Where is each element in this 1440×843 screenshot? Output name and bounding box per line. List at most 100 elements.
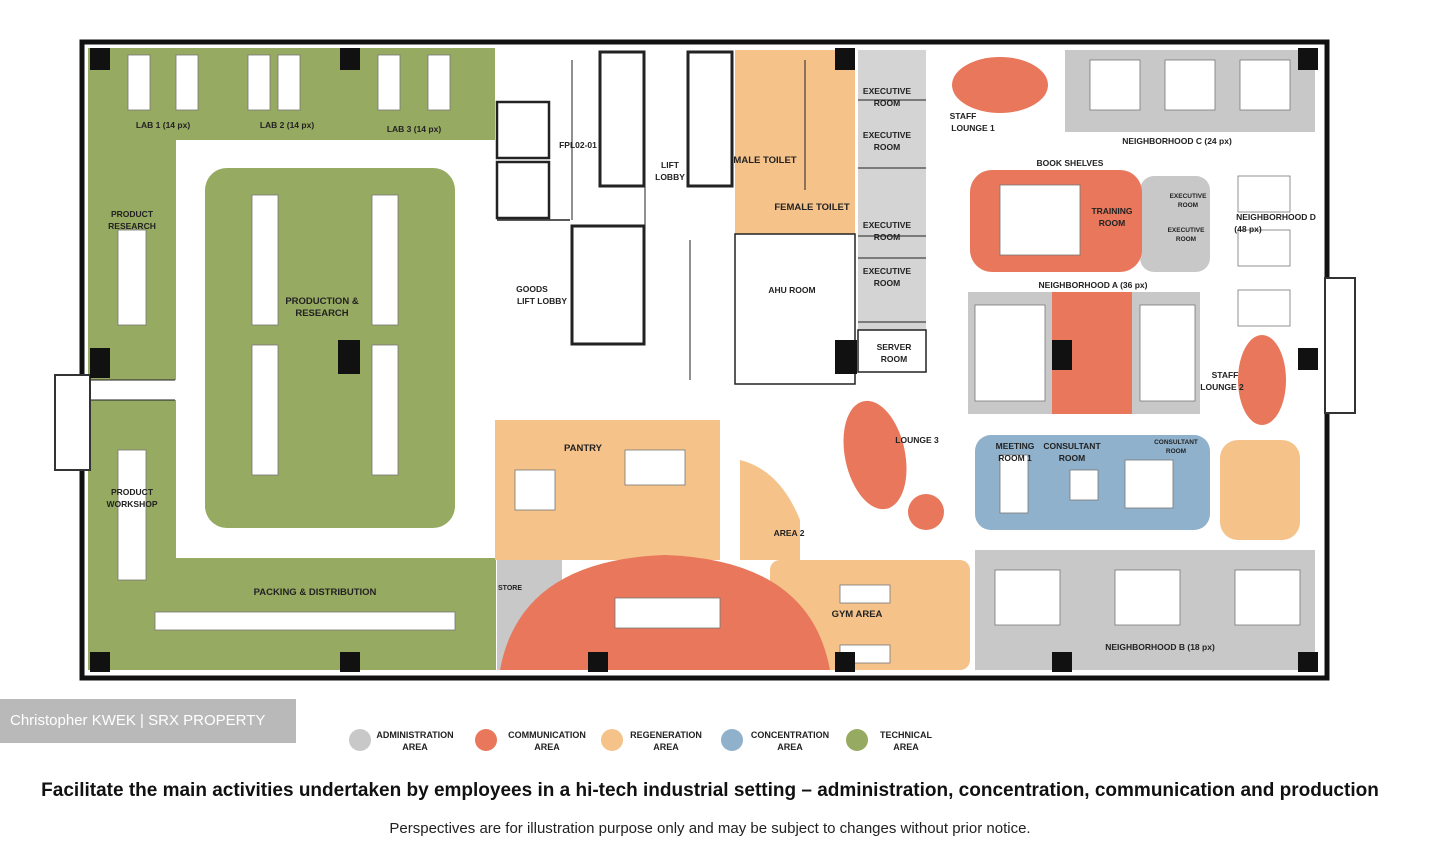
label-staff-lounge1-1: STAFF bbox=[950, 111, 977, 121]
legend-swatch bbox=[349, 729, 371, 751]
label-lab1: LAB 1 (14 px) bbox=[136, 120, 190, 130]
legend-regeneration: REGENERATION AREA bbox=[601, 729, 702, 752]
label-exec1-1: EXECUTIVE bbox=[863, 86, 912, 96]
label-product-workshop-2: WORKSHOP bbox=[107, 499, 158, 509]
label-consultant-small-2: ROOM bbox=[1166, 448, 1186, 455]
legend-label-2: AREA bbox=[653, 742, 679, 752]
label-lounge3: LOUNGE 3 bbox=[895, 435, 939, 445]
legend-label-1: CONCENTRATION bbox=[751, 730, 829, 740]
stair-left bbox=[54, 374, 91, 471]
zone-lounge3 bbox=[843, 400, 907, 510]
label-meeting-2: ROOM 1 bbox=[998, 453, 1032, 463]
watermark-banner: Christopher KWEK | SRX PROPERTY bbox=[0, 699, 296, 743]
legend-label-2: AREA bbox=[402, 742, 428, 752]
legend-technical: TECHNICAL AREA bbox=[846, 729, 932, 752]
label-staff-lounge1-2: LOUNGE 1 bbox=[951, 123, 995, 133]
label-exec-small1-1: EXECUTIVE bbox=[1170, 193, 1208, 200]
label-production-1: PRODUCTION & bbox=[285, 296, 359, 307]
label-consultant-small-1: CONSULTANT bbox=[1154, 439, 1198, 446]
label-product-research-1: PRODUCT bbox=[111, 209, 154, 219]
core bbox=[88, 50, 927, 401]
disclaimer: Perspectives are for illustration purpos… bbox=[389, 820, 1031, 837]
zone-staff-lounge2 bbox=[1238, 335, 1286, 425]
legend-concentration: CONCENTRATION AREA bbox=[721, 729, 829, 752]
zone-staff-lounge1 bbox=[952, 57, 1048, 113]
label-ahu: AHU ROOM bbox=[768, 285, 815, 295]
zone-production bbox=[205, 168, 455, 528]
legend-swatch bbox=[721, 729, 743, 751]
legend-administration: ADMINISTRATION AREA bbox=[349, 729, 454, 752]
label-exec4-2: ROOM bbox=[874, 278, 900, 288]
label-neighborhood-d-1: NEIGHBORHOOD D bbox=[1236, 212, 1316, 222]
label-goods-2: LIFT LOBBY bbox=[517, 296, 567, 306]
legend-label-2: AREA bbox=[534, 742, 560, 752]
label-exec2-2: ROOM bbox=[874, 142, 900, 152]
legend-label-1: TECHNICAL bbox=[880, 730, 932, 740]
label-product-research-2: RESEARCH bbox=[108, 221, 156, 231]
label-exec2-1: EXECUTIVE bbox=[863, 130, 912, 140]
legend-label-1: REGENERATION bbox=[630, 730, 702, 740]
lift-bank-a bbox=[598, 50, 646, 188]
lift-shaft-2 bbox=[495, 160, 551, 220]
lift-shaft-1 bbox=[495, 100, 551, 160]
label-server-1: SERVER bbox=[877, 342, 912, 352]
label-lift-lobby-1: LIFT bbox=[661, 160, 680, 170]
stair-right bbox=[1324, 277, 1356, 414]
zone-area2 bbox=[740, 460, 800, 560]
legend-swatch bbox=[601, 729, 623, 751]
label-server-2: ROOM bbox=[881, 354, 907, 364]
label-neighborhood-c: NEIGHBORHOOD C (24 px) bbox=[1122, 136, 1232, 146]
label-consultant-2: ROOM bbox=[1059, 453, 1085, 463]
legend-communication: COMMUNICATION AREA bbox=[475, 729, 586, 752]
label-training-1: TRAINING bbox=[1091, 206, 1132, 216]
legend-swatch bbox=[475, 729, 497, 751]
zone-lounge3-b bbox=[908, 494, 944, 530]
label-fpl: FPL02-01 bbox=[559, 140, 597, 150]
label-lift-lobby-2: LOBBY bbox=[655, 172, 685, 182]
label-consultant-1: CONSULTANT bbox=[1043, 441, 1101, 451]
label-production-2: RESEARCH bbox=[295, 308, 348, 319]
legend: ADMINISTRATION AREA COMMUNICATION AREA R… bbox=[349, 729, 932, 752]
label-exec3-1: EXECUTIVE bbox=[863, 220, 912, 230]
label-meeting-1: MEETING bbox=[996, 441, 1035, 451]
zone-exec-small bbox=[1140, 176, 1210, 272]
label-exec-small2-1: EXECUTIVE bbox=[1168, 227, 1206, 234]
label-area2: AREA 2 bbox=[774, 528, 805, 538]
label-exec1-2: ROOM bbox=[874, 98, 900, 108]
legend-label-1: COMMUNICATION bbox=[508, 730, 586, 740]
walls bbox=[54, 39, 1356, 681]
label-male-toilet: MALE TOILET bbox=[733, 155, 796, 166]
label-goods-1: GOODS bbox=[516, 284, 548, 294]
label-exec3-2: ROOM bbox=[874, 232, 900, 242]
label-pantry: PANTRY bbox=[564, 443, 603, 454]
ahu-room bbox=[734, 233, 856, 385]
legend-swatch bbox=[846, 729, 868, 751]
tagline: Facilitate the main activities undertake… bbox=[41, 780, 1379, 801]
label-staff-lounge2-1: STAFF bbox=[1212, 370, 1239, 380]
room-labels: LAB 1 (14 px) LAB 2 (14 px) LAB 3 (14 px… bbox=[107, 86, 1316, 652]
legend-label-1: ADMINISTRATION bbox=[376, 730, 453, 740]
label-neighborhood-d-2: (48 px) bbox=[1234, 224, 1262, 234]
label-female-toilet: FEMALE TOILET bbox=[774, 202, 849, 213]
floor-plan: LAB 1 (14 px) LAB 2 (14 px) LAB 3 (14 px… bbox=[54, 39, 1356, 752]
label-lab3: LAB 3 (14 px) bbox=[387, 124, 441, 134]
label-product-workshop-1: PRODUCT bbox=[111, 487, 154, 497]
label-neighborhood-a: NEIGHBORHOOD A (36 px) bbox=[1039, 280, 1148, 290]
label-training-2: ROOM bbox=[1099, 218, 1125, 228]
label-exec-small2-2: ROOM bbox=[1176, 236, 1196, 243]
goods-lift bbox=[570, 224, 646, 346]
zone-exec-column bbox=[858, 50, 926, 330]
label-exec4-1: EXECUTIVE bbox=[863, 266, 912, 276]
zone-lounge2-area bbox=[1220, 440, 1300, 540]
label-exec-small1-2: ROOM bbox=[1178, 202, 1198, 209]
label-gym: GYM AREA bbox=[832, 609, 883, 620]
lift-bank-b bbox=[686, 50, 734, 188]
label-packing: PACKING & DISTRIBUTION bbox=[254, 587, 377, 598]
legend-label-2: AREA bbox=[777, 742, 803, 752]
server-room bbox=[857, 329, 927, 373]
label-neighborhood-b: NEIGHBORHOOD B (18 px) bbox=[1105, 642, 1215, 652]
label-staff-lounge2-2: LOUNGE 2 bbox=[1200, 382, 1244, 392]
label-store: STORE bbox=[498, 585, 522, 592]
label-book-shelves: BOOK SHELVES bbox=[1037, 158, 1104, 168]
furniture bbox=[117, 54, 1301, 664]
